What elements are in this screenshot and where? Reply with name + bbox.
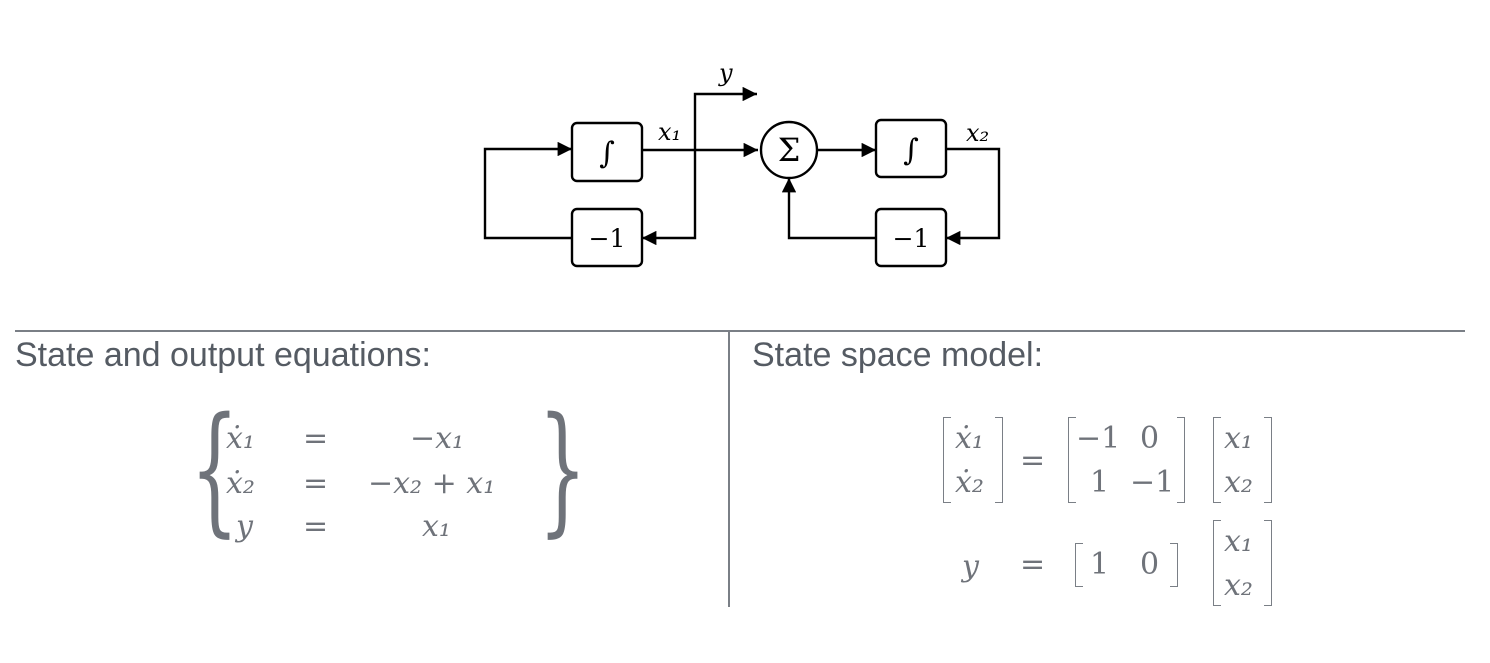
- block-diagram: ∫ −1 Σ ∫ −1 x₁ x₂ y: [483, 59, 1001, 268]
- C-matrix-left-bracket: [1075, 543, 1083, 587]
- wire-x1-feedback: [642, 150, 697, 246]
- eq1-equals: =: [303, 421, 329, 456]
- C-11: 1: [1090, 547, 1110, 582]
- signal-label-x2: x₂: [966, 119, 989, 147]
- horizontal-divider: [15, 330, 1465, 332]
- eq2-lhs: ẋ₂: [226, 466, 255, 501]
- xdot-vector-left-bracket: [943, 417, 951, 503]
- A-12: 0: [1140, 421, 1160, 456]
- eq1-rhs: −x₁: [410, 421, 465, 456]
- left-panel-heading: State and output equations:: [15, 336, 431, 374]
- wire-loop2-return: [781, 178, 876, 240]
- gain-block-1: [570, 207, 644, 268]
- C-12: 0: [1140, 547, 1160, 582]
- eq2-equals: =: [303, 466, 329, 501]
- wire-y-output: [693, 86, 757, 150]
- A-21: 1: [1090, 465, 1110, 500]
- A-11: −1: [1076, 421, 1121, 456]
- A-matrix-left-bracket: [1068, 417, 1076, 503]
- eq3-lhs: y: [236, 509, 253, 544]
- x-2-output: x₂: [1224, 568, 1253, 603]
- integrator-symbol-2: ∫: [903, 133, 919, 168]
- state-equals: =: [1020, 443, 1046, 478]
- x-2: x₂: [1224, 465, 1253, 500]
- A-22: −1: [1130, 465, 1175, 500]
- wire-x2-feedback: [946, 147, 1001, 246]
- summing-junction: [759, 120, 819, 180]
- right-panel-heading: State space model:: [752, 336, 1044, 374]
- output-y: y: [962, 549, 979, 584]
- signal-label-x1: x₁: [658, 118, 681, 146]
- right-brace: }: [538, 388, 588, 551]
- x-vector-right-bracket-2: [1264, 520, 1272, 606]
- output-equals: =: [1020, 547, 1046, 582]
- signal-label-y: y: [718, 59, 733, 87]
- x-vector-left-bracket-2: [1213, 520, 1221, 606]
- eq3-rhs: x₁: [422, 509, 451, 544]
- gain-label-1: −1: [589, 224, 626, 253]
- gain-block-2: [874, 207, 948, 268]
- xdot-1: ẋ₁: [955, 421, 984, 456]
- x-1-output: x₁: [1224, 524, 1253, 559]
- eq2-rhs: −x₂ + x₁: [368, 466, 496, 501]
- xdot-vector-right-bracket: [995, 417, 1003, 503]
- eq3-equals: =: [303, 509, 329, 544]
- C-matrix-right-bracket: [1170, 543, 1178, 587]
- xdot-2: ẋ₂: [955, 465, 984, 500]
- left-brace: {: [190, 388, 240, 551]
- x-vector-right-bracket-1: [1264, 417, 1272, 503]
- x-vector-left-bracket-1: [1213, 417, 1221, 503]
- A-matrix-right-bracket: [1177, 417, 1185, 503]
- wire-loop1-return: [483, 141, 572, 240]
- integrator-symbol-1: ∫: [599, 136, 615, 171]
- integrator-block-1: [570, 121, 644, 183]
- x-1: x₁: [1224, 421, 1253, 456]
- sum-symbol: Σ: [778, 131, 801, 169]
- gain-label-2: −1: [893, 224, 930, 253]
- integrator-block-2: [874, 118, 948, 179]
- vertical-divider: [728, 330, 730, 607]
- eq1-lhs: ẋ₁: [226, 421, 255, 456]
